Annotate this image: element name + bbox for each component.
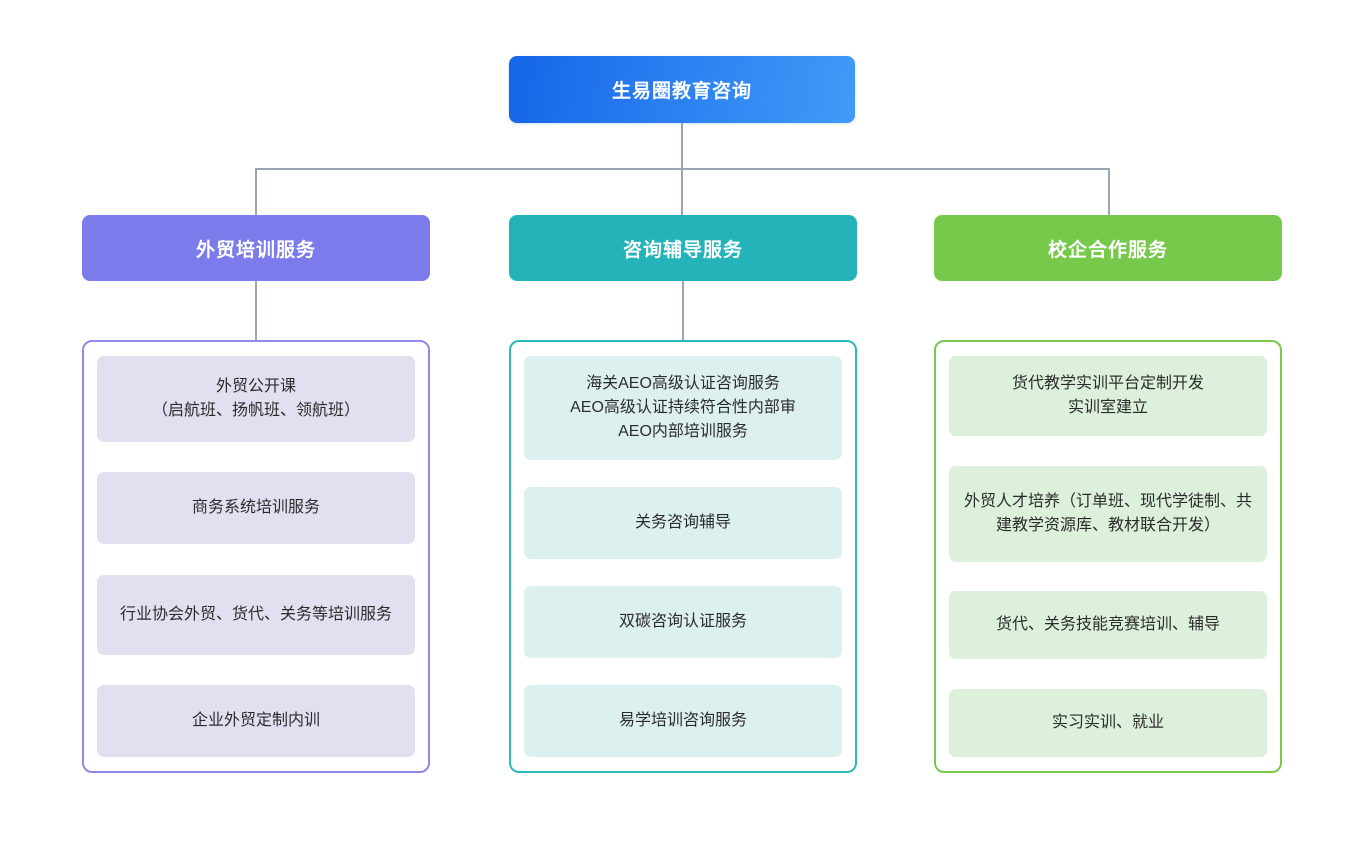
root-node[interactable]: 生易圈教育咨询 [509, 56, 855, 123]
list-item-label: 外贸公开课 （启航班、扬帆班、领航班） [151, 378, 360, 419]
list-item[interactable]: 货代教学实训平台定制开发 实训室建立 [949, 356, 1267, 436]
branch-items-container-school-enterprise-cooperation: 货代教学实训平台定制开发 实训室建立 外贸人才培养（订单班、现代学徒制、共建教学… [934, 340, 1282, 773]
list-item-label: 企业外贸定制内训 [191, 711, 320, 729]
branch-header-label: 咨询辅导服务 [622, 239, 743, 261]
branch-items-container-consulting-tutoring: 海关AEO高级认证咨询服务 AEO高级认证持续符合性内部审 AEO内部培训服务 … [509, 340, 857, 773]
list-item-label: 实习实训、就业 [1051, 713, 1164, 731]
connector-drop-branch-3 [1108, 168, 1110, 215]
list-item[interactable]: 实习实训、就业 [949, 688, 1267, 757]
list-item[interactable]: 海关AEO高级认证咨询服务 AEO高级认证持续符合性内部审 AEO内部培训服务 [524, 356, 842, 460]
list-item-label: 商务系统培训服务 [191, 499, 320, 517]
branch-header-foreign-trade-training[interactable]: 外贸培训服务 [82, 215, 430, 281]
list-item[interactable]: 行业协会外贸、货代、关务等培训服务 [97, 574, 415, 655]
list-item-label: 双碳咨询认证服务 [618, 613, 747, 630]
branch-header-label: 校企合作服务 [1047, 239, 1168, 261]
list-item[interactable]: 关务咨询辅导 [524, 487, 842, 559]
list-item-label: 关务咨询辅导 [634, 514, 731, 531]
root-node-label: 生易圈教育咨询 [611, 81, 752, 102]
list-item-label: 海关AEO高级认证咨询服务 AEO高级认证持续符合性内部审 AEO内部培训服务 [570, 375, 796, 440]
branch-consulting-tutoring: 咨询辅导服务 海关AEO高级认证咨询服务 AEO高级认证持续符合性内部审 AEO… [509, 215, 857, 773]
branch-foreign-trade-training: 外贸培训服务 外贸公开课 （启航班、扬帆班、领航班） 商务系统培训服务 行业协会… [82, 215, 430, 773]
list-item[interactable]: 企业外贸定制内训 [97, 684, 415, 757]
list-item-label: 外贸人才培养（订单班、现代学徒制、共建教学资源库、教材联合开发） [963, 492, 1252, 534]
branch-items-container-foreign-trade-training: 外贸公开课 （启航班、扬帆班、领航班） 商务系统培训服务 行业协会外贸、货代、关… [82, 340, 430, 773]
connector-drop-branch-2 [681, 168, 683, 215]
list-item[interactable]: 商务系统培训服务 [97, 472, 415, 545]
branch-header-school-enterprise-cooperation[interactable]: 校企合作服务 [934, 215, 1282, 281]
list-item[interactable]: 易学培训咨询服务 [524, 685, 842, 757]
connector-branch-1-stub [255, 281, 257, 355]
list-item-label: 行业协会外贸、货代、关务等培训服务 [119, 605, 392, 623]
connector-drop-branch-1 [255, 168, 257, 215]
list-item[interactable]: 外贸公开课 （启航班、扬帆班、领航班） [97, 356, 415, 442]
list-item-label: 货代、关务技能竞赛培训、辅导 [995, 616, 1220, 634]
branch-header-consulting-tutoring[interactable]: 咨询辅导服务 [509, 215, 857, 281]
connector-branch-2-stub [682, 281, 684, 355]
list-item-label: 易学培训咨询服务 [618, 712, 747, 729]
list-item[interactable]: 货代、关务技能竞赛培训、辅导 [949, 591, 1267, 660]
list-item[interactable]: 双碳咨询认证服务 [524, 586, 842, 658]
list-item-label: 货代教学实训平台定制开发 实训室建立 [1011, 375, 1204, 416]
list-item[interactable]: 外贸人才培养（订单班、现代学徒制、共建教学资源库、教材联合开发） [949, 465, 1267, 562]
branch-header-label: 外贸培训服务 [195, 239, 316, 261]
branch-school-enterprise-cooperation: 校企合作服务 货代教学实训平台定制开发 实训室建立 外贸人才培养（订单班、现代学… [934, 215, 1282, 773]
connector-root-vertical [681, 123, 683, 168]
